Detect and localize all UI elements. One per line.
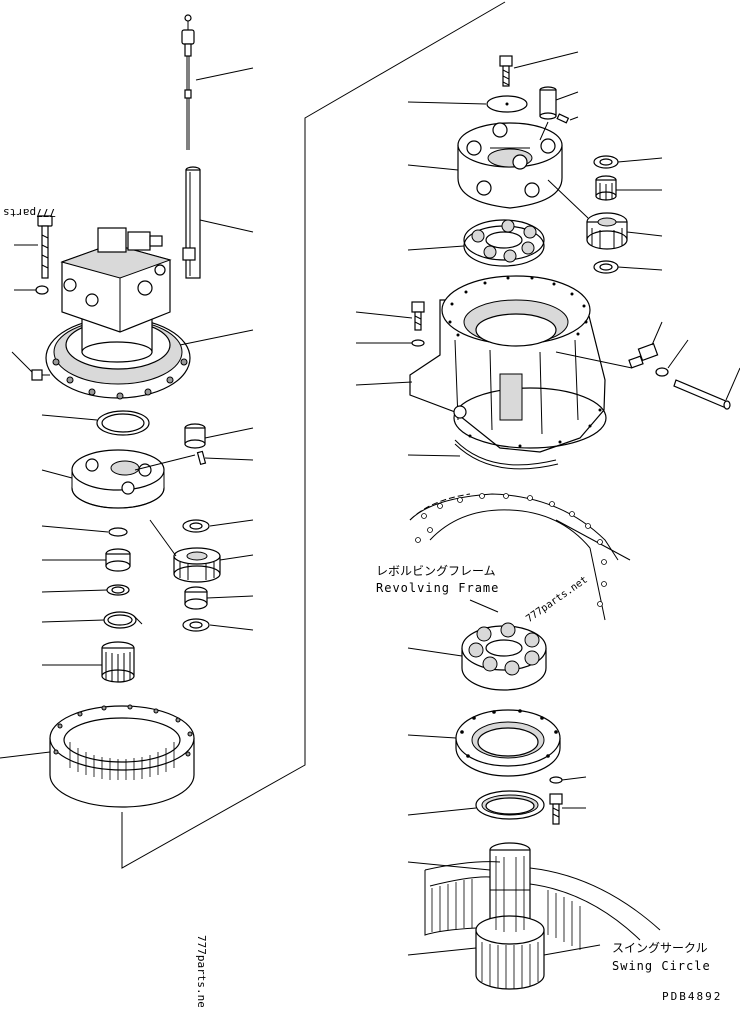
drawing-code: PDB4892 [662, 990, 722, 1003]
leader-housing-bolt [355, 311, 413, 319]
pinion-shaft-part [475, 842, 545, 990]
leader-needle-bearing [206, 595, 254, 599]
bearing-cover-part [455, 709, 561, 777]
upper-carrier-part [457, 122, 563, 209]
washer-right-lower-part [182, 618, 210, 632]
planet-gear-part [173, 547, 221, 583]
washer-r2-part [593, 260, 619, 274]
revolving-frame-label-en: Revolving Frame [376, 581, 499, 595]
needle-bearing-part [184, 586, 208, 610]
oil-seal-part [475, 790, 545, 820]
gasket-part [454, 439, 559, 470]
ring-gear-part [49, 704, 195, 808]
watermark-middle: 777parts.net [524, 574, 589, 624]
swing-circle-label-en: Swing Circle [612, 959, 711, 973]
spring-pin-part [196, 450, 207, 466]
leader-pinion-upper [407, 861, 491, 871]
leader-sleeve [555, 91, 579, 101]
roller-bearing-lower-part [461, 622, 547, 691]
leader-upper-carrier [407, 164, 459, 171]
small-pin-part [556, 113, 570, 124]
leader-washer-right-lower [209, 624, 254, 631]
leader-cover-washer [561, 776, 587, 781]
leader-ring-gear [0, 751, 51, 759]
housing-washer-part [411, 339, 425, 347]
cover-washer-part [549, 776, 563, 784]
machinery-housing-part [409, 275, 607, 453]
washer-part [35, 285, 49, 295]
leader-carrier [41, 469, 73, 479]
leader-pinion-lower [407, 947, 477, 956]
leader-thrust-washer [41, 525, 109, 533]
leader-washer-r1 [617, 157, 663, 163]
leader-roller-bearing-lower [407, 647, 463, 657]
revolving-frame-label-jp: レボルビングフレーム [376, 564, 496, 578]
leader-plug [11, 351, 33, 373]
assembly-link-line [121, 1, 506, 869]
watermark-top-left: 777parts [3, 206, 56, 219]
gauge-pipe-part [182, 166, 201, 279]
leader-gauge-pipe [199, 219, 254, 233]
leader-gasket [407, 454, 461, 457]
gear-r-part [586, 212, 628, 250]
leader-gear-r [626, 231, 663, 237]
top-bolt-part [499, 55, 513, 87]
thrust-washer-part [108, 527, 128, 537]
cover-plate-part [486, 95, 528, 113]
leader-planet-gear [219, 554, 254, 561]
bushing-part [105, 548, 131, 572]
leader-bearing-cover [407, 734, 457, 739]
revolving-frame-outline [409, 493, 631, 621]
o-ring-part [96, 410, 150, 436]
leader-fitting-link [555, 351, 633, 369]
leader-roller-bearing-top [407, 245, 465, 251]
cover-bolt-part [549, 793, 563, 825]
leader-grease-washer [667, 339, 689, 369]
leader-drain-pipe [725, 367, 740, 401]
plug-part [31, 369, 50, 381]
washer-r1-part [593, 155, 619, 169]
needle-r-part [595, 175, 617, 201]
sleeve-part [539, 86, 557, 120]
leader-gear-r-link [547, 179, 589, 219]
leader-carrier-link [134, 454, 196, 471]
sun-gear-part [101, 641, 135, 683]
bolt-part [37, 215, 53, 279]
drain-pipe-part [673, 379, 731, 410]
leader-small-pin [569, 116, 579, 121]
leader-pin [204, 427, 254, 439]
roller-bearing-top-part [463, 219, 545, 267]
leader-spring-pin [204, 457, 254, 461]
swing-circle-label-jp: スイングサークル [612, 941, 708, 955]
leader-o-ring [41, 414, 98, 421]
leader-frame-bolt [469, 599, 499, 613]
swing-motor-part [45, 227, 191, 400]
dipstick-part [181, 14, 195, 150]
leader-grease-fitting [651, 321, 663, 346]
grease-fitting-part [628, 342, 669, 377]
watermark-bottom: 777parts.net [195, 935, 208, 1007]
leader-oil-seal [407, 807, 477, 816]
leader-cover-plate [407, 101, 487, 105]
leader-dipstick [195, 67, 254, 81]
snap-ring-part [103, 611, 143, 629]
leader-machinery-housing [355, 381, 413, 386]
leader-carrier-to-pin [539, 121, 549, 141]
carrier-part [71, 449, 165, 509]
housing-bolt-part [411, 301, 425, 331]
pin-part [184, 423, 206, 449]
leader-ring [41, 589, 108, 593]
leader-motor-ring [179, 329, 254, 346]
leader-washer-r2 [617, 266, 663, 271]
swing-circle-part [424, 861, 661, 956]
leader-planet-link [149, 519, 177, 557]
ring-part [106, 584, 130, 596]
leader-washer-right [209, 519, 254, 527]
leader-snap-ring [41, 619, 105, 623]
leader-top-bolt [513, 51, 579, 69]
washer-right-part [182, 519, 210, 533]
